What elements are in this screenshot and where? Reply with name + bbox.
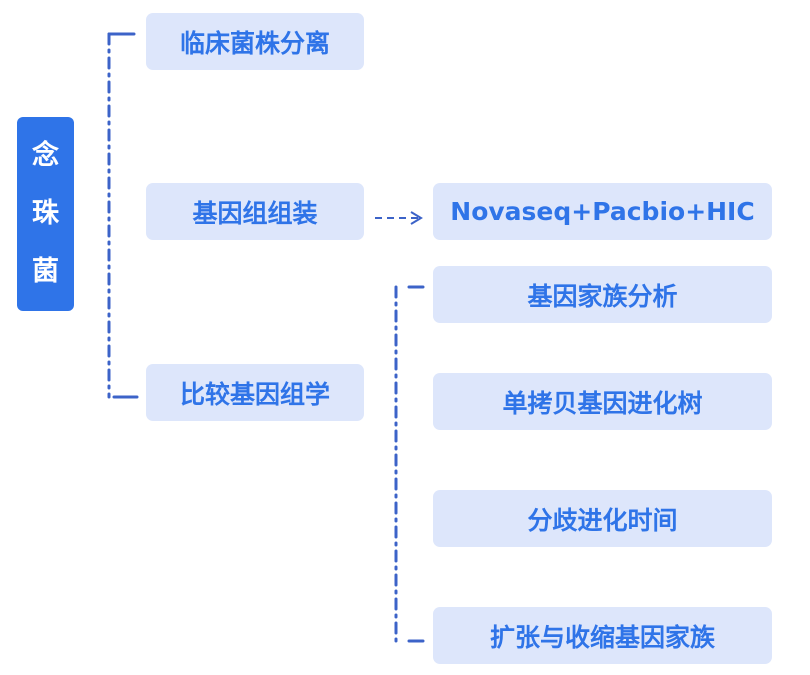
root-char-2: 珠 bbox=[32, 198, 59, 229]
root-char-3: 菌 bbox=[32, 256, 59, 287]
node-isolation: 临床菌株分离 bbox=[146, 13, 364, 70]
root-node: 念 珠 菌 bbox=[17, 117, 74, 311]
node-assembly: 基因组组装 bbox=[146, 183, 364, 240]
arrow-head bbox=[410, 211, 423, 225]
node-family-expansion: 扩张与收缩基因家族 bbox=[433, 607, 772, 664]
node-comparative: 比较基因组学 bbox=[146, 364, 364, 421]
node-gene-family: 基因家族分析 bbox=[433, 266, 772, 323]
node-single-copy-tree: 单拷贝基因进化树 bbox=[433, 373, 772, 430]
root-char-1: 念 bbox=[32, 140, 59, 171]
node-assembly-method: Novaseq+Pacbio+HIC bbox=[433, 183, 772, 240]
node-divergence-time: 分歧进化时间 bbox=[433, 490, 772, 547]
